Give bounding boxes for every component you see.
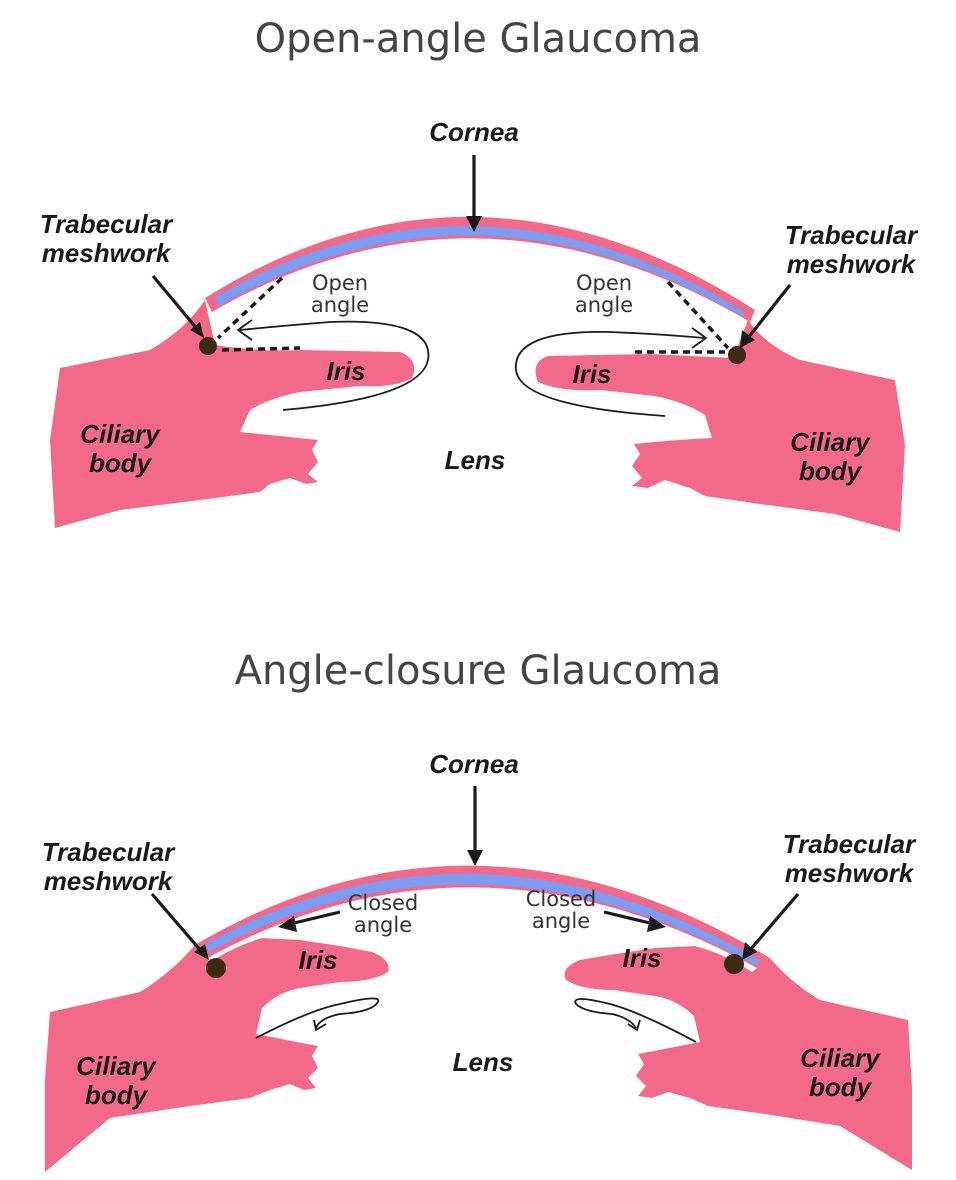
angle-left-label: Closed angle [340,892,426,936]
ciliary-body-left-label: Ciliary body [70,420,170,478]
closed-angle-arrow-right [603,910,655,926]
label-line: body [798,456,862,486]
open-angle-dash-left-lower [221,346,301,352]
trabecular-meshwork-right-label: Trabecular meshwork [774,830,924,888]
label-line: Closed [347,891,419,915]
trabecular-meshwork-right-label: Trabecular meshwork [776,221,926,279]
lens-label: Lens [444,445,506,475]
closed-angle-arrow-right-head [647,916,666,932]
cornea-pointer-head [467,850,483,866]
cornea-inner-layer [215,226,745,317]
iris-right-label: Iris [622,943,662,973]
closed-angle-arrow-left [289,910,341,926]
trabecular-meshwork-left-mark [199,337,217,355]
label-line: body [808,1072,872,1102]
flow-arrowhead-left [313,1019,327,1032]
flow-arrowhead-right [627,1019,641,1032]
label-line: Open [575,271,633,295]
trabecular-pointer-left-head [194,944,209,960]
label-line: Ciliary [790,427,870,457]
lens-label: Lens [452,1047,514,1077]
trabecular-pointer-left [151,274,200,332]
ciliary-gap-right [600,405,705,432]
ciliary-body-right [535,320,905,532]
closed-angle-arrow-left-head [278,916,297,932]
label-line: angle [574,293,634,317]
trabecular-pointer-right [746,284,792,339]
label-line: Ciliary [80,419,160,449]
label-line: Trabecular [784,220,918,250]
label-line: body [88,448,152,478]
iris-left-label: Iris [298,945,338,975]
label-line: body [84,1080,148,1110]
iris-right-label: Iris [572,359,612,389]
trabecular-meshwork-right-mark [728,346,746,364]
diagram-title: Open-angle Glaucoma [254,16,702,62]
ciliary-body-right-label: Ciliary body [780,428,880,486]
cornea-inner-layer [205,873,760,966]
flow-arrow-right [574,998,697,1043]
diagram-title: Angle-closure Glaucoma [234,648,722,694]
open-angle-dash-right-upper [666,280,730,350]
label-line: Trabecular [41,837,175,867]
flow-arrowhead-left [236,319,253,341]
flow-arrow-right [515,331,705,417]
angle-closure-illustration [45,786,912,1172]
angle-right-label: Open angle [564,272,644,316]
angle-left-label: Open angle [300,272,380,316]
label-line: meshwork [43,866,173,896]
open-angle-illustration [50,155,905,532]
trabecular-pointer-right-head [740,330,755,348]
label-line: Trabecular [782,829,916,859]
cornea-pointer-head [466,216,482,232]
ciliary-body-left [50,300,415,528]
ciliary-gap-left [250,401,355,428]
angle-closure-diagram: Angle-closure Glaucoma Cornea Trabecular… [0,600,956,1180]
label-line: meshwork [41,238,171,268]
label-line: Open [311,271,369,295]
trabecular-meshwork-left-label: Trabecular meshwork [32,210,180,268]
cornea-label: Cornea [429,117,519,147]
trabecular-meshwork-left-label: Trabecular meshwork [34,838,182,896]
trabecular-pointer-left [150,892,204,954]
angle-right-label: Closed angle [518,888,604,932]
label-line: Trabecular [39,209,173,239]
label-line: angle [531,909,591,933]
ciliary-body-left-label: Ciliary body [66,1052,166,1110]
open-angle-diagram: Open-angle Glaucoma Cornea Trabecular me… [32,16,926,532]
trabecular-pointer-right-head [742,942,757,960]
label-line: Ciliary [76,1051,156,1081]
flow-arrow-left [255,997,380,1039]
cornea-label: Cornea [429,749,519,779]
trabecular-meshwork-left-mark [206,958,226,978]
label-line: Closed [525,887,597,911]
label-line: angle [353,913,413,937]
ciliary-body-right [564,946,912,1170]
label-line: angle [310,293,370,317]
flow-arrowhead-right [691,327,708,349]
label-line: Ciliary [800,1043,880,1073]
trabecular-pointer-right [748,892,800,952]
flow-arrow-left [239,320,430,411]
open-angle-dash-left-upper [216,276,284,340]
trabecular-pointer-left-head [190,322,204,338]
label-line: meshwork [786,249,916,279]
ciliary-body-right-label: Ciliary body [790,1044,890,1102]
ciliary-body-left [45,938,389,1172]
trabecular-meshwork-right-mark [724,954,744,974]
label-line: meshwork [784,858,914,888]
iris-left-label: Iris [326,356,366,386]
